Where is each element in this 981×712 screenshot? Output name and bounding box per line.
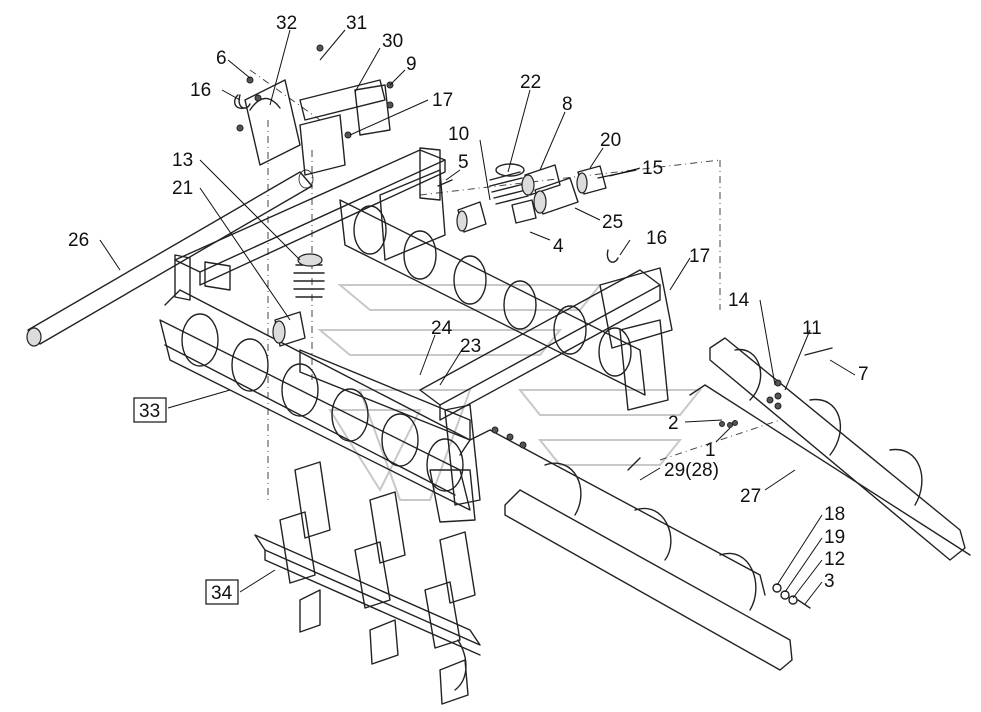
callout-17: 17 xyxy=(432,90,453,111)
harrow-bar-27 xyxy=(689,337,971,561)
callout-4: 4 xyxy=(553,236,564,257)
bracket-assembly xyxy=(233,44,394,176)
callout-1: 1 xyxy=(705,440,716,461)
callout-23: 23 xyxy=(460,336,481,357)
callout-11: 11 xyxy=(802,318,822,339)
callout-33: 33 xyxy=(139,401,160,422)
callout-8: 8 xyxy=(562,94,573,115)
callout-21: 21 xyxy=(172,178,193,199)
callout-box-34 xyxy=(205,579,239,605)
callout-26: 26 xyxy=(68,230,89,251)
leader-lines xyxy=(99,29,856,605)
callout-19: 19 xyxy=(824,527,845,548)
callout-2: 2 xyxy=(668,413,679,434)
callout-13: 13 xyxy=(172,150,193,171)
callout-22: 22 xyxy=(520,72,541,93)
bushing-part-8 xyxy=(521,164,561,196)
hardware-parts xyxy=(491,347,833,609)
bushing-part-13 xyxy=(272,311,306,347)
collar-part-20 xyxy=(576,165,607,195)
callout-9: 9 xyxy=(406,54,417,75)
callout-box-33 xyxy=(133,397,167,423)
tube-part-26 xyxy=(26,169,314,347)
callout-17-b: 17 xyxy=(689,246,710,267)
callout-labels: 32 31 30 6 9 16 22 8 17 10 20 13 5 15 21… xyxy=(68,13,869,605)
callout-6: 6 xyxy=(216,48,227,69)
callout-15: 15 xyxy=(642,158,663,179)
bolt-part-5 xyxy=(437,179,453,187)
callout-18: 18 xyxy=(824,504,845,525)
callout-5: 5 xyxy=(458,152,469,173)
callout-3: 3 xyxy=(824,571,835,592)
callout-16: 16 xyxy=(190,80,211,101)
callout-30: 30 xyxy=(382,31,403,52)
callout-16-b: 16 xyxy=(646,228,667,249)
callout-32: 32 xyxy=(276,13,297,34)
callout-34: 34 xyxy=(211,583,233,604)
callout-7: 7 xyxy=(858,364,869,385)
bushing-part-25 xyxy=(511,177,579,224)
callout-20: 20 xyxy=(600,130,621,151)
harrow-bar-28-29 xyxy=(469,429,793,671)
bushing-part-10 xyxy=(456,201,487,233)
callout-24: 24 xyxy=(431,318,453,339)
callout-29-28: 29(28) xyxy=(664,460,719,481)
callout-14: 14 xyxy=(728,290,750,311)
watermark-logo xyxy=(317,284,703,501)
spring-part-21 xyxy=(293,253,325,298)
callout-10: 10 xyxy=(448,124,469,145)
pin-part-16 xyxy=(238,94,619,263)
callout-12: 12 xyxy=(824,549,845,570)
callout-25: 25 xyxy=(602,212,623,233)
callout-31: 31 xyxy=(346,13,367,34)
roller-cage-back xyxy=(339,199,646,396)
subframe-part-34 xyxy=(254,461,481,705)
main-frame xyxy=(174,147,673,506)
roller-cage-front-33 xyxy=(159,289,476,523)
callout-27: 27 xyxy=(740,486,761,507)
